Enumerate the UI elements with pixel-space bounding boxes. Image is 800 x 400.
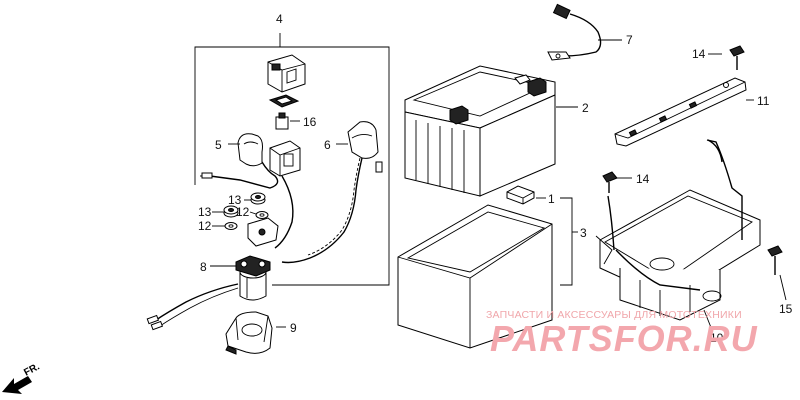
- nut-13-left: [223, 205, 239, 218]
- wire-cable-right: [281, 157, 383, 264]
- callout-numbers: 1 2 3 4 5 6 7 8 9 10 11 12 12 13 13 14 1…: [198, 12, 793, 345]
- leader-lines: [210, 39, 787, 331]
- washer-12-left: [224, 222, 238, 230]
- callout-10: 10: [710, 331, 724, 345]
- wire-fuse-to-solenoid: [274, 175, 294, 249]
- solenoid-lead-wires: [146, 283, 239, 331]
- callout-13-left: 13: [198, 205, 212, 219]
- starter-relay: [267, 54, 306, 93]
- callout-5: 5: [215, 138, 222, 152]
- front-direction-arrow: FR.: [2, 361, 42, 394]
- washer-12-right: [255, 211, 269, 219]
- bolt-14-top: [729, 45, 745, 70]
- watermark-logo: PARTSFOR.RU: [490, 318, 758, 359]
- battery-cable: [547, 3, 602, 61]
- terminal-cover-left: [237, 133, 263, 167]
- bolt-15: [767, 245, 783, 275]
- callout-3: 3: [580, 226, 587, 240]
- watermark-tagline: ЗАПЧАСТИ И АКСЕССУАРЫ ДЛЯ МОТОТЕХНИКИ: [486, 309, 742, 321]
- starter-solenoid: [235, 255, 271, 301]
- callout-7: 7: [626, 33, 633, 47]
- arrow-icon: [2, 376, 32, 394]
- callout-1: 1: [548, 192, 555, 206]
- bolt-14-middle: [602, 171, 618, 193]
- battery: [404, 65, 556, 197]
- wire-harness-left: [200, 161, 279, 189]
- callout-12-right: 12: [236, 205, 250, 219]
- callout-2: 2: [582, 101, 589, 115]
- callout-15: 15: [779, 302, 793, 316]
- fuse-holder: [269, 140, 301, 177]
- battery-pad: [506, 185, 535, 205]
- fuse: [275, 112, 300, 130]
- callout-4: 4: [276, 12, 283, 26]
- battery-band: [614, 77, 747, 147]
- terminal-cover-right: [347, 121, 379, 159]
- nut-13-right: [250, 192, 266, 205]
- callout-14-top: 14: [692, 47, 706, 61]
- callout-11: 11: [757, 94, 770, 108]
- callout-13-right: 13: [228, 193, 242, 207]
- terminal-clamp: [247, 217, 279, 247]
- callout-9: 9: [290, 321, 297, 335]
- relay-rubber-mount: [268, 94, 300, 108]
- callout-14-middle: 14: [636, 172, 650, 186]
- callout-6: 6: [324, 138, 331, 152]
- battery-holder: [595, 139, 761, 321]
- callout-16: 16: [303, 115, 317, 129]
- watermark: ЗАПЧАСТИ И АКСЕССУАРЫ ДЛЯ МОТОТЕХНИКИ PA…: [486, 309, 758, 359]
- battery-case: [397, 204, 553, 349]
- direction-label: FR.: [22, 361, 42, 378]
- solenoid-rubber-cover: [225, 311, 273, 355]
- callout-8: 8: [200, 260, 207, 274]
- group-4-bracket: [194, 33, 390, 286]
- callout-12-left: 12: [198, 219, 212, 233]
